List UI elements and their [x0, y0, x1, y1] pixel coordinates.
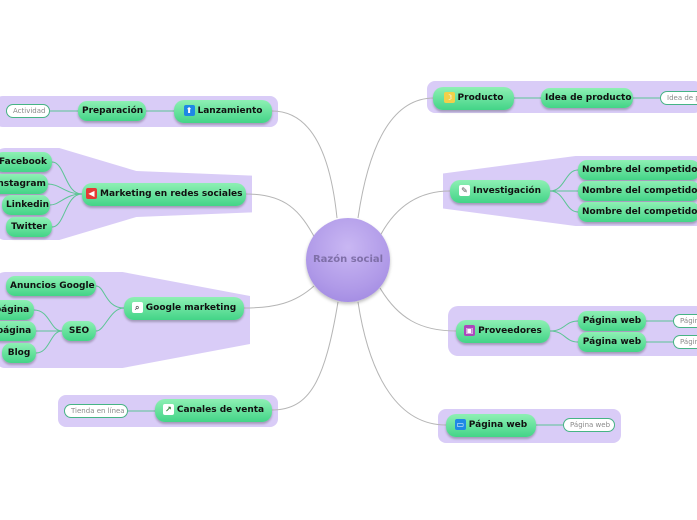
up-arrow-icon: ⬆ — [183, 105, 195, 116]
topic-investigacion[interactable]: ✎Investigación — [450, 180, 550, 203]
leaf-pagina-web-2[interactable]: Página web — [673, 335, 697, 349]
subtopic-idea-producto[interactable]: Idea de producto — [541, 88, 633, 108]
subtopic-linkedin[interactable]: Linkedin — [2, 195, 50, 215]
subtopic-seo-pagina-1[interactable]: página — [0, 300, 34, 320]
subtopic-instagram[interactable]: Instagram — [0, 174, 48, 194]
topic-google-marketing-label: Google marketing — [145, 303, 237, 313]
megaphone-icon: ◀ — [86, 188, 97, 199]
subtopic-seo[interactable]: SEO — [62, 321, 96, 341]
topic-lanzamiento-label: Lanzamiento — [197, 106, 263, 116]
box-icon: ▣ — [464, 325, 476, 336]
topic-investigacion-label: Investigación — [473, 186, 541, 196]
link-redes — [245, 193, 317, 241]
monitor-icon: ▭ — [454, 419, 466, 430]
leaf-pagina-web-1[interactable]: Página web — [673, 314, 697, 328]
subtopic-pagina-web-1[interactable]: Página web — [578, 311, 646, 331]
link-proveedores — [379, 287, 457, 332]
subtopic-preparacion[interactable]: Preparación — [78, 101, 146, 121]
topic-producto-label: Producto — [457, 93, 504, 103]
topic-google-marketing[interactable]: ⌕Google marketing — [124, 297, 244, 320]
link-lanzamiento — [271, 110, 338, 219]
link-paginaweb — [357, 301, 447, 426]
magnifier-icon: ✎ — [459, 185, 470, 196]
leaf-pagina-web[interactable]: Página web — [563, 418, 615, 432]
topic-marketing-redes[interactable]: ◀Marketing en redes sociales — [82, 183, 246, 206]
leaf-idea-producto[interactable]: Idea de producto — [660, 91, 697, 105]
subtopic-facebook[interactable]: Facebook — [0, 152, 52, 172]
leaf-actividad[interactable]: Actividad — [6, 104, 50, 118]
topic-producto[interactable]: ☽Producto — [433, 87, 514, 110]
subtopic-pagina-web-2[interactable]: Página web — [578, 332, 646, 352]
subtopic-seo-pagina-2[interactable]: página — [0, 321, 36, 341]
chart-icon: ↗ — [162, 404, 174, 415]
subtopic-competidor-1[interactable]: Nombre del competidor — [578, 160, 697, 180]
topic-lanzamiento[interactable]: ⬆Lanzamiento — [174, 100, 272, 123]
link-investigacion — [377, 190, 451, 241]
topic-marketing-redes-label: Marketing en redes sociales — [100, 189, 243, 199]
topic-pagina-web-label: Página web — [468, 420, 528, 430]
subtopic-competidor-2[interactable]: Nombre del competidor — [578, 181, 697, 201]
topic-proveedores-label: Proveedores — [478, 326, 542, 336]
topic-canales-venta-label: Canales de venta — [176, 405, 265, 415]
subtopic-blog[interactable]: Blog — [2, 343, 36, 363]
topic-proveedores[interactable]: ▣Proveedores — [456, 320, 550, 343]
link-google — [243, 285, 315, 309]
topic-canales-venta[interactable]: ↗Canales de venta — [155, 399, 272, 422]
search-icon: ⌕ — [131, 302, 143, 313]
link-canales — [271, 301, 339, 411]
banana-icon: ☽ — [443, 92, 455, 103]
subtopic-anuncios-google[interactable]: Anuncios Google — [6, 276, 96, 296]
central-topic[interactable]: Razón social — [306, 218, 390, 302]
leaf-tienda-en-linea[interactable]: Tienda en línea — [64, 404, 128, 418]
subtopic-competidor-3[interactable]: Nombre del competidor — [578, 202, 697, 222]
subtopic-twitter[interactable]: Twitter — [6, 217, 52, 237]
topic-pagina-web[interactable]: ▭Página web — [446, 414, 536, 437]
link-producto — [357, 97, 435, 219]
